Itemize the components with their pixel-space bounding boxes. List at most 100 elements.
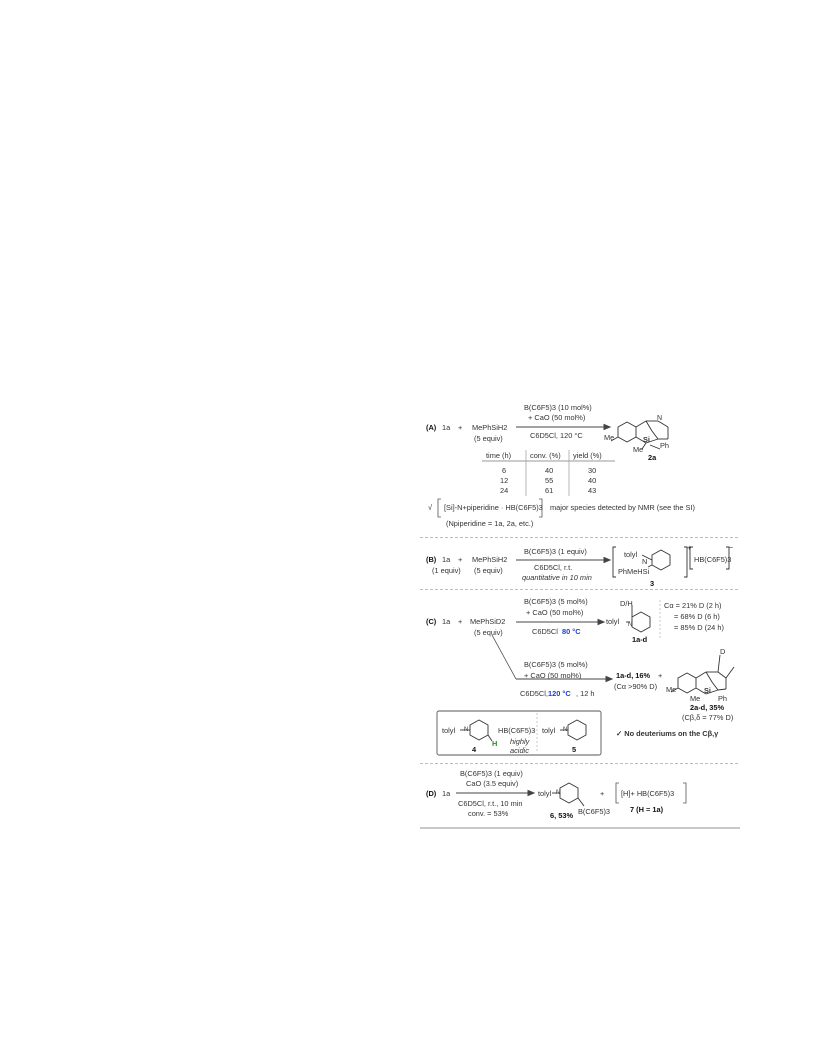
product-3-charge: + [687,543,692,552]
prod-2a-ph: Ph [660,441,670,450]
table-a-header-0: time (h) [486,451,512,460]
section-b-silane-equiv: (5 equiv) [474,566,503,575]
section-c-cond3: C6D5Cl [532,627,558,636]
table-a-cell: 30 [588,466,597,475]
prod-2ad-me: Me [666,685,677,694]
section-a-silane: MePhSiH2 [472,423,508,432]
section-d-plus: + [600,789,605,798]
box-4-tolyl: tolyl [442,726,456,735]
divider-cd [420,763,738,764]
product-1ad-dh: D/H [620,599,633,608]
deut-2h: Cα = 21% D (2 h) [664,601,722,610]
product-6-structure [552,782,585,807]
product-1ad-yield: 1a-d, 16% [616,671,651,680]
section-b-cond2: C6D5Cl, r.t. [534,563,573,572]
product-plus: + [658,671,663,680]
section-d-cond2: CaO (3.5 equiv) [466,779,519,788]
section-c-cond1: B(C6F5)3 (5 mol%) [524,597,588,606]
deut-24h: = 85% D (24 h) [674,623,724,632]
divider-ab [420,537,738,538]
section-c-temp1: 80 °C [562,627,581,636]
product-1ad-label: 1a-d [632,635,648,644]
box-4-label: 4 [472,745,477,754]
table-a-cell: 55 [545,476,554,485]
intermediate-4-structure [460,719,493,742]
section-b-silane: MePhSiH2 [472,555,508,564]
prod-2a-me2: Me [633,445,644,454]
section-a-silane-equiv: (5 equiv) [474,434,503,443]
species-note: major species detected by NMR (see the S… [550,503,695,512]
box-4-note2: acidic [510,746,529,755]
section-c-silane-equiv: (5 equiv) [474,628,503,637]
product-2ad-yield: 2a-d, 35% [690,703,725,712]
intermediate-5-structure [560,719,587,741]
product-3-neg: − [729,543,734,552]
no-deut-note: ✓ No deuteriums on the Cβ,γ [616,729,719,738]
section-c-cond5: + CaO (50 mol%) [524,671,582,680]
section-a-cond3: C6D5Cl, 120 °C [530,431,583,440]
box-4-anion: HB(C6F5)3 [498,726,536,735]
product-3-tolyl: tolyl [624,550,638,559]
box-4-n: N [464,727,469,733]
section-d-cond1: B(C6F5)3 (1 equiv) [460,769,523,778]
section-b-plus: + [458,555,463,564]
prod-2ad-me2: Me [690,694,701,703]
divider-bc [420,589,738,590]
product-3-anion: HB(C6F5)3 [694,555,732,564]
arrow-c1 [516,618,606,626]
table-a-cell: 61 [545,486,554,495]
section-d-cond3: C6D5Cl, r.t., 10 min [458,799,523,808]
product-7-label: 7 (H = 1a) [630,805,664,814]
section-b-cond1: B(C6F5)3 (1 equiv) [524,547,587,556]
section-c-silane: MePhSiD2 [470,617,506,626]
table-a-header-1: conv. (%) [530,451,561,460]
arrow-d [456,789,536,797]
product-6-label: 6, 53% [550,811,574,820]
section-c-cond6: C6D5Cl, [520,689,548,698]
section-a-cond1: B(C6F5)3 (10 mol%) [524,403,592,412]
product-3-n: N [642,557,648,566]
section-b-reactant: 1a [442,555,451,564]
table-a-cell: 12 [500,476,509,485]
prod-2a-si: Si [643,435,650,444]
product-3-si: PhMeHSi [618,567,650,576]
product-6-n: N [556,790,561,796]
prod-2ad-ph: Ph [718,694,728,703]
reaction-scheme-figure: (A) 1a + MePhSiH2 (5 equiv) B(C6F5)3 (10… [420,395,745,835]
product-6-tolyl: tolyl [538,789,552,798]
product-2a-label: 2a [648,453,657,462]
section-d-label: (D) [426,789,437,798]
section-a-reactant: 1a [442,423,451,432]
section-c-temp2: 120 °C [548,689,571,698]
table-a-cell: 40 [545,466,554,475]
section-b-r1-equiv: (1 equiv) [432,566,461,575]
prod-2a-me: Me [604,433,615,442]
section-a-plus: + [458,423,463,432]
arrow-a [516,423,612,431]
box-4-h: H [492,739,498,748]
section-c-cond4: B(C6F5)3 (5 mol%) [524,660,588,669]
section-d-reactant: 1a [442,789,451,798]
species-sub: (Npiperidine = 1a, 2a, etc.) [446,519,534,528]
box-5-tolyl: tolyl [542,726,556,735]
product-3-label: 3 [650,579,655,588]
table-a-cell: 6 [502,466,507,475]
product-2a-d-structure [670,654,735,695]
product-7: [H]+ HB(C6F5)3 [621,789,675,798]
section-b-cond3: quantitative in 10 min [522,573,592,582]
table-a-header-2: yield (%) [573,451,602,460]
section-c-reactant: 1a [442,617,451,626]
table-a-cell: 24 [500,486,509,495]
section-a-cond2: + CaO (50 mol%) [528,413,586,422]
product-6-boryl: B(C6F5)3 [578,807,611,816]
check-mark: √ [428,503,433,512]
product-2ad-deut: (Cβ,δ = 77% D) [682,713,734,722]
product-1ad-deut: (Cα >90% D) [614,682,658,691]
prod-2ad-d: D [720,647,726,656]
section-d-cond4: conv. = 53% [468,809,509,818]
prod-2ad-si: Si [704,686,711,695]
section-a-label: (A) [426,423,437,432]
box-5-label: 5 [572,745,577,754]
arrow-b [516,556,612,564]
product-2a-structure [610,420,669,450]
